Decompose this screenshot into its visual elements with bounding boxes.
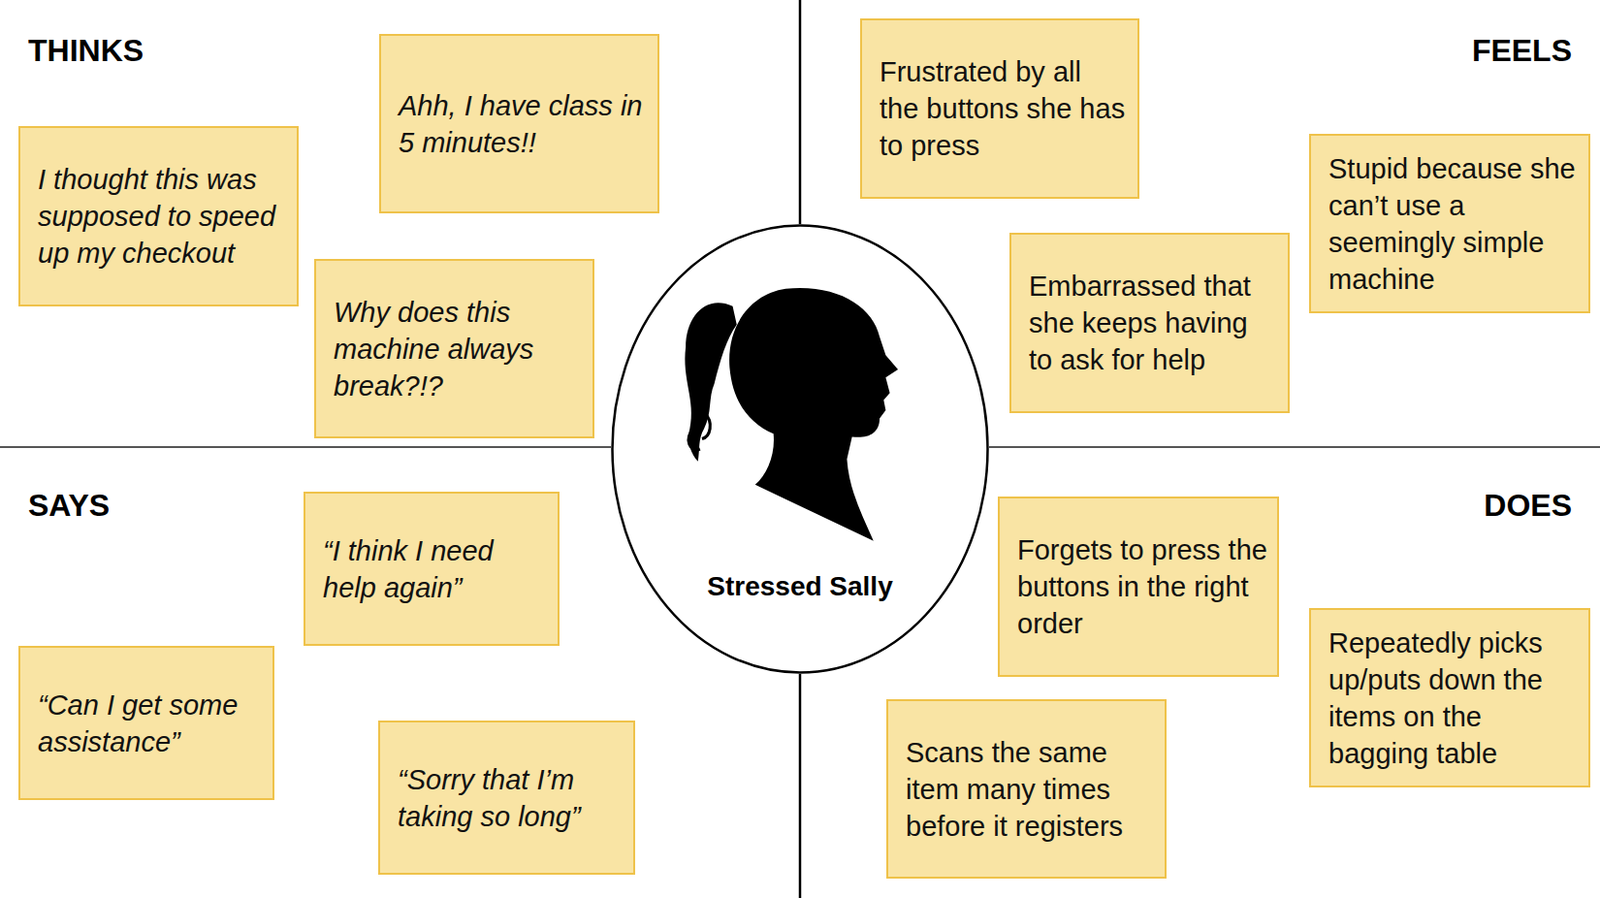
- sticky-note: Stupid because she can’t use a seemingly…: [1309, 133, 1591, 314]
- sticky-note: “Can I get some assistance”: [18, 645, 275, 800]
- persona-ground: [610, 224, 990, 674]
- sticky-note: “I think I need help again”: [303, 491, 560, 646]
- sticky-note: Repeatedly picks up/puts down the items …: [1309, 608, 1591, 788]
- note-text: Stupid because she can’t use a seemingly…: [1328, 150, 1579, 298]
- quadrant-heading: THINKS: [28, 32, 144, 69]
- note-text: Scans the same item many times before it…: [905, 734, 1155, 845]
- sticky-note: Why does this machine always break?!?: [314, 258, 595, 439]
- note-text: Embarrassed that she keeps having to ask…: [1028, 267, 1279, 379]
- sticky-note: Forgets to press the buttons in the righ…: [997, 496, 1280, 677]
- sticky-note: Embarrassed that she keeps having to ask…: [1009, 232, 1290, 414]
- note-text: Why does this machine always break?!?: [333, 293, 583, 405]
- persona-silhouette: [684, 288, 898, 542]
- note-text: Forgets to press the buttons in the righ…: [1017, 531, 1268, 642]
- persona-outline-shape: [612, 225, 989, 673]
- sticky-note: I thought this was supposed to speed up …: [18, 126, 299, 307]
- note-text: “Can I get some assistance”: [37, 686, 263, 761]
- note-text: Ahh, I have class in 5 minutes!!: [398, 87, 648, 161]
- quadrant-heading: DOES: [1483, 486, 1572, 524]
- quadrant-heading: FEELS: [1472, 32, 1572, 69]
- sticky-note: Frustrated by all the buttons she has to…: [860, 18, 1140, 199]
- note-text: “I think I need help again”: [322, 532, 548, 607]
- note-text: Frustrated by all the buttons she has to…: [879, 53, 1128, 164]
- sticky-note: Ahh, I have class in 5 minutes!!: [379, 33, 660, 214]
- persona-outline: [610, 224, 990, 674]
- sticky-note: “Sorry that I’m taking so long”: [378, 720, 636, 875]
- note-text: I thought this was supposed to speed up …: [37, 160, 288, 272]
- persona-circle: Stressed Sally: [610, 224, 990, 674]
- quadrant-heading: SAYS: [28, 486, 110, 524]
- sticky-note: Scans the same item many times before it…: [886, 699, 1167, 879]
- note-text: Repeatedly picks up/puts down the items …: [1328, 624, 1579, 772]
- note-text: “Sorry that I’m taking so long”: [397, 761, 624, 835]
- persona-name: Stressed Sally: [610, 569, 990, 605]
